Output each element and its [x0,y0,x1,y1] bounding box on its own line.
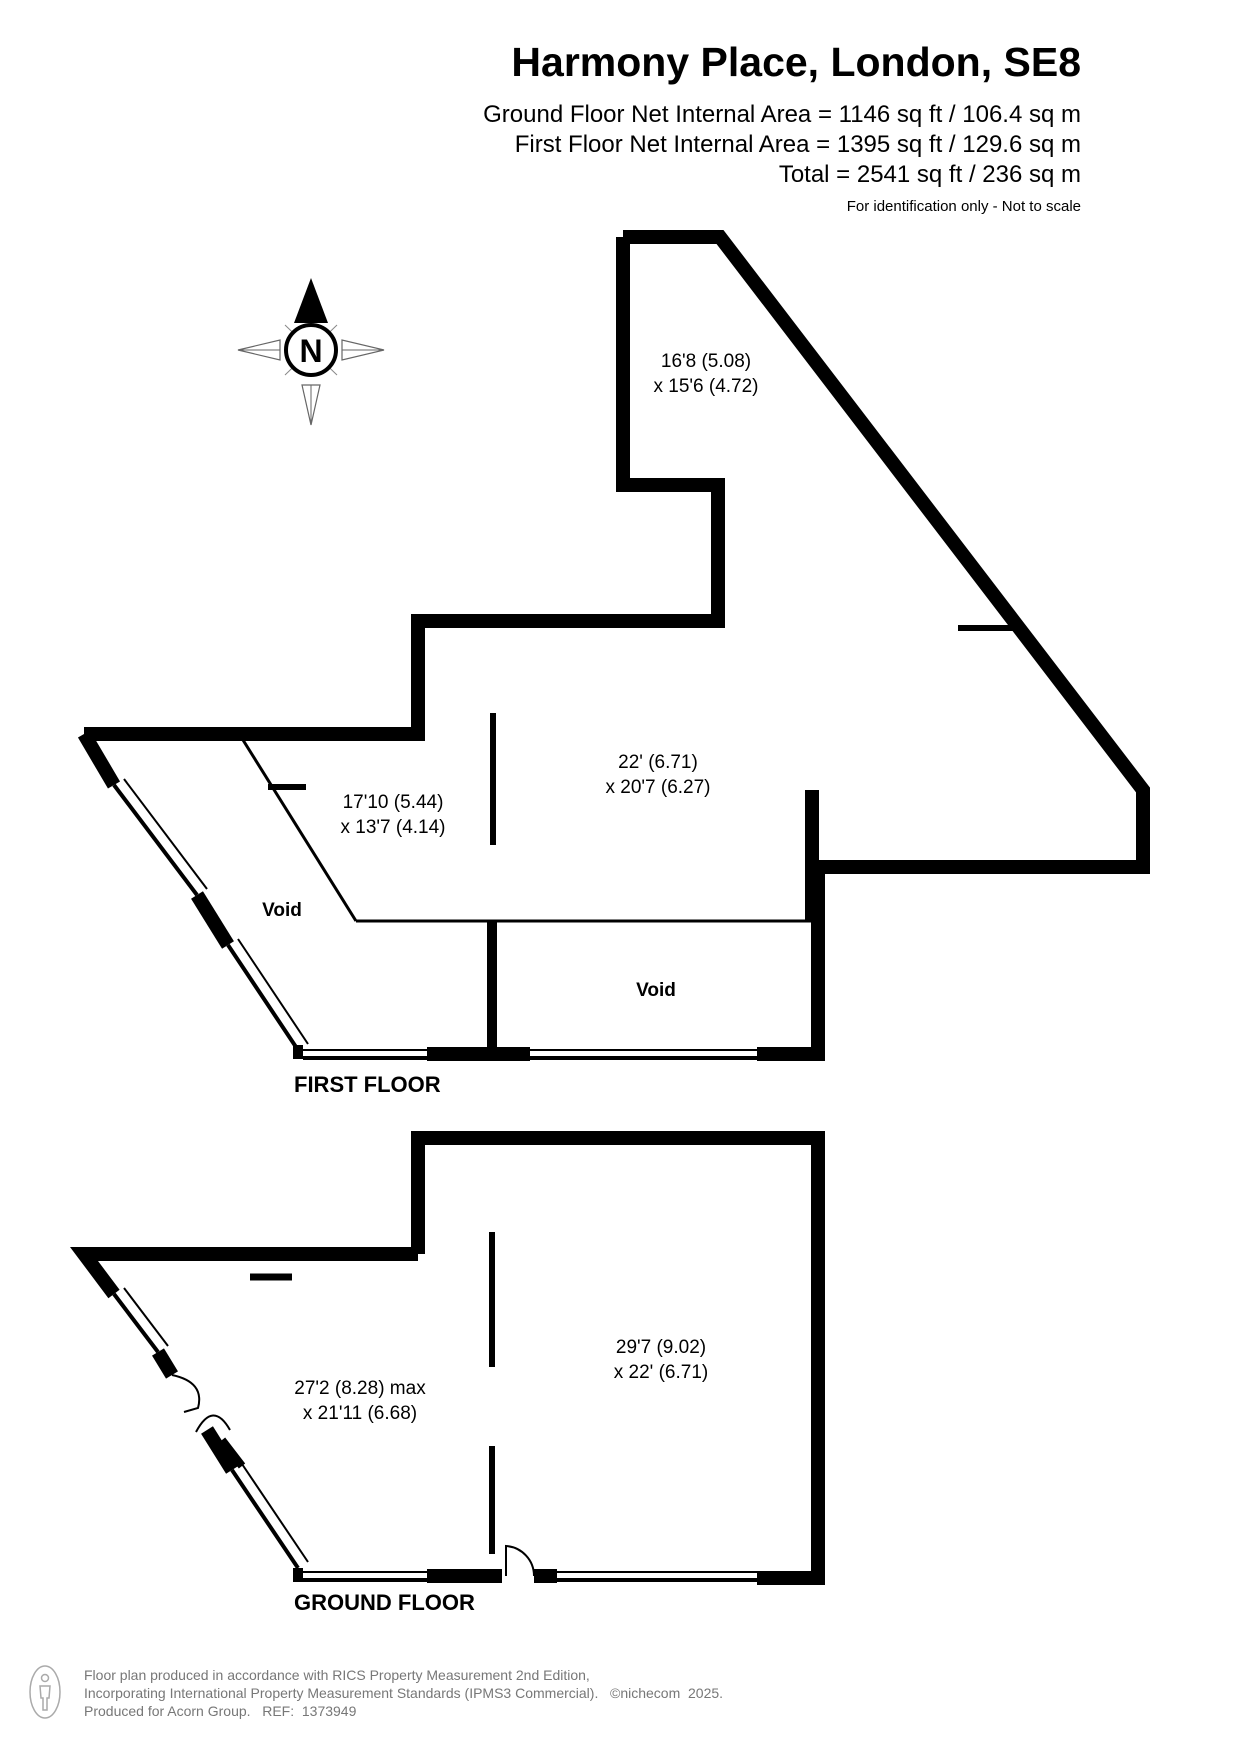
compass-icon: N [237,278,385,426]
page-title: Harmony Place, London, SE8 [511,39,1081,85]
person-scale-icon [29,1665,61,1719]
ground-floor-plan [70,1131,825,1585]
room-dimension: x 21'11 (6.68) [303,1403,417,1424]
void-label: Void [262,900,302,921]
room-dimension: x 15'6 (4.72) [653,376,758,397]
room-dimension: 22' (6.71) [618,752,698,773]
first-floor-label: FIRST FLOOR [294,1072,441,1097]
room-dimension: 16'8 (5.08) [661,351,751,372]
compass-north-letter: N [299,333,322,369]
room-dimension: 27'2 (8.28) max [294,1378,426,1399]
footer-line: Floor plan produced in accordance with R… [84,1667,590,1683]
room-dimension: x 22' (6.71) [614,1362,708,1383]
room-dimension: x 20'7 (6.27) [605,777,710,798]
total-area: Total = 2541 sq ft / 236 sq m [778,161,1081,188]
footer: Floor plan produced in accordance with R… [84,1666,723,1720]
room-dimension: x 13'7 (4.14) [340,817,445,838]
first-floor-area: First Floor Net Internal Area = 1395 sq … [514,131,1081,158]
ground-floor-area: Ground Floor Net Internal Area = 1146 sq… [483,101,1081,128]
void-label: Void [636,980,676,1001]
ground-floor-label: GROUND FLOOR [294,1590,475,1615]
disclaimer: For identification only - Not to scale [846,198,1081,215]
footer-line: Produced for Acorn Group. REF: 1373949 [84,1703,357,1719]
room-dimension: 29'7 (9.02) [616,1337,706,1358]
first-floor-plan [77,230,1150,1061]
room-dimension: 17'10 (5.44) [343,792,444,813]
footer-line: Incorporating International Property Mea… [84,1685,724,1701]
header: Harmony Place, London, SE8 Ground Floor … [381,40,1081,218]
